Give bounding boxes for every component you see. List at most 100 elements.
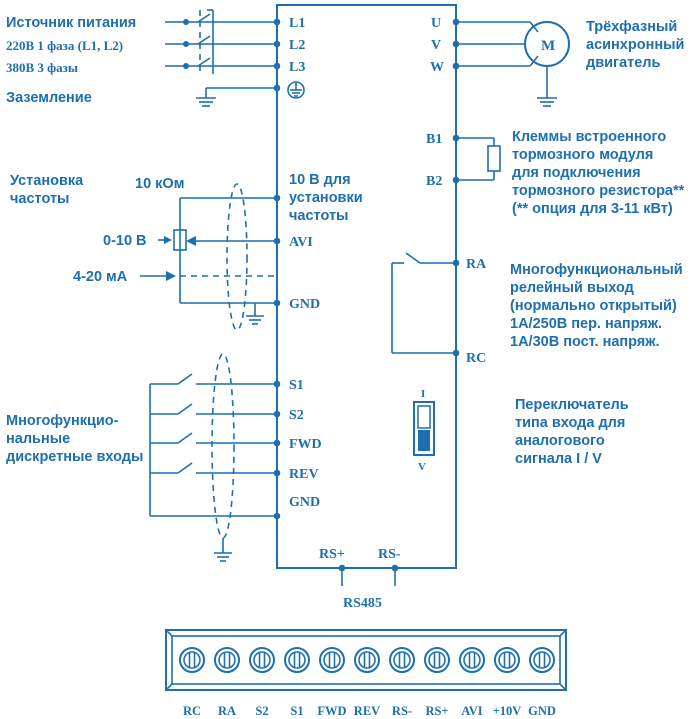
motor-ground-icon <box>537 97 557 107</box>
terminal-block-label: FWD <box>317 704 346 718</box>
inverter-body <box>276 4 457 569</box>
terminal-B1: B1 <box>426 132 442 147</box>
terminal-screw-icon[interactable] <box>424 647 450 673</box>
power-input-section <box>165 9 277 107</box>
terminal-GND-analog: GND <box>289 297 320 312</box>
relay-label-5: 1А/30В пост. напряж. <box>510 334 660 350</box>
terminal-screw-icon[interactable] <box>459 647 485 673</box>
reference-voltage-label: 10 В для установки частоты <box>289 172 363 224</box>
switch-label-1: Переключатель <box>515 397 629 413</box>
potentiometer-icon <box>173 229 187 251</box>
terminal-V: V <box>431 38 441 53</box>
relay-output-section <box>391 252 460 357</box>
terminal-block-label: S2 <box>255 704 268 718</box>
brake-label-1: Клеммы встроенного <box>512 129 666 145</box>
terminal-block-label: RS- <box>392 704 412 718</box>
shield-ground-icon-digital <box>214 552 232 562</box>
rs485-label: RS485 <box>343 596 382 611</box>
circuit-breaker-icon <box>197 9 214 74</box>
terminal-REV: REV <box>289 467 319 482</box>
current-arrow-icon <box>166 271 176 281</box>
volt-range-label: 0-10 В <box>103 233 147 249</box>
digital-inputs-label-1: Многофункцио- <box>6 413 119 429</box>
digital-inputs-label-3: дискретные входы <box>6 449 143 465</box>
terminal-FWD: FWD <box>289 437 322 452</box>
terminal-screw-icon[interactable] <box>214 647 240 673</box>
svg-text:установки: установки <box>289 190 363 206</box>
terminal-block-label: RC <box>183 704 201 718</box>
terminal-screw-icon[interactable] <box>249 647 275 673</box>
shield-ellipse-digital <box>211 353 235 539</box>
brake-resistor-icon <box>487 145 501 172</box>
ground-icon <box>196 97 216 107</box>
shield-ellipse-analog <box>226 183 248 331</box>
terminal-block-label: S1 <box>290 704 303 718</box>
switch-label-2: типа входа для <box>515 415 625 431</box>
left-labels: Источник питания 220В 1 фаза (L1, L2) 38… <box>6 15 184 465</box>
terminal-B2: B2 <box>426 174 442 189</box>
power-source-label: Источник питания <box>6 15 136 31</box>
terminal-RS-minus: RS- <box>378 547 401 562</box>
brake-label-4: тормозного резистора** <box>512 183 685 199</box>
terminal-S1: S1 <box>289 378 304 393</box>
switch-I-label: I <box>421 388 425 400</box>
motor-label-2: асинхронный <box>586 37 684 53</box>
switch-label-3: аналогового <box>515 433 605 449</box>
terminal-S2: S2 <box>289 408 304 423</box>
motor-symbol: M <box>541 38 555 54</box>
terminal-block <box>165 629 567 691</box>
power-380-label: 380В 3 фазы <box>6 60 78 75</box>
terminal-screw-icon[interactable] <box>284 647 310 673</box>
terminal-block-label: GND <box>528 704 556 718</box>
terminal-W: W <box>430 60 444 75</box>
terminal-L1: L1 <box>289 16 305 31</box>
terminal-screw-icon[interactable] <box>529 647 555 673</box>
relay-label-4: 1А/250В пер. напряж. <box>510 316 662 332</box>
pot-label: 10 кОм <box>135 176 184 192</box>
terminal-L2: L2 <box>289 38 305 53</box>
terminal-screw-icon[interactable] <box>494 647 520 673</box>
pe-ground-icon <box>287 81 305 99</box>
motor-label-1: Трёхфазный <box>586 19 677 35</box>
switch-label-4: сигнала I / V <box>515 451 602 467</box>
terminal-GND-digital: GND <box>289 495 320 510</box>
relay-label-3: (нормально открытый) <box>510 298 677 314</box>
analog-input-section <box>140 183 277 331</box>
terminal-block-label: AVI <box>461 704 482 718</box>
terminal-block-label: RS+ <box>425 704 448 718</box>
current-range-label: 4-20 мА <box>73 269 128 285</box>
terminal-L3: L3 <box>289 60 305 75</box>
power-220-label: 220В 1 фаза (L1, L2) <box>6 38 123 53</box>
terminal-RS-plus: RS+ <box>319 547 345 562</box>
terminal-U: U <box>431 16 441 31</box>
terminal-block-label: REV <box>354 704 380 718</box>
wiper-arrow-icon <box>186 236 196 246</box>
rs485-section <box>338 564 399 586</box>
brake-label-5: (** опция для 3-11 кВт) <box>512 201 673 217</box>
terminal-screw-icon[interactable] <box>354 647 380 673</box>
right-labels: Трёхфазный асинхронный двигатель Клеммы … <box>510 19 685 467</box>
brake-section <box>452 134 501 184</box>
freq-setting-label-2: частоты <box>10 191 69 207</box>
terminal-screw-icon[interactable] <box>319 647 345 673</box>
brake-label-2: тормозного модуля <box>512 147 653 163</box>
motor-label-3: двигатель <box>586 55 661 71</box>
digital-inputs-label-2: нальные <box>6 431 70 447</box>
brake-label-3: для подключения <box>512 165 641 181</box>
freq-setting-label-1: Установка <box>10 173 84 189</box>
terminal-AVI: AVI <box>289 235 313 250</box>
relay-label-1: Многофункциональный <box>510 262 683 278</box>
ground-label: Заземление <box>6 90 92 106</box>
terminal-screw-icon[interactable] <box>389 647 415 673</box>
iv-switch-icon[interactable] <box>413 401 435 456</box>
terminal-screw-icon[interactable] <box>179 647 205 673</box>
switch-V-label: V <box>418 461 426 473</box>
inverter-terminal-labels: L1 L2 L3 AVI GND S1 S2 FWD REV GND U V W… <box>289 16 487 611</box>
terminal-block-label: RA <box>218 704 236 718</box>
shield-ground-icon-analog <box>246 315 264 325</box>
relay-contact-icon <box>405 252 421 264</box>
terminal-RC: RC <box>466 351 486 366</box>
terminal-RA: RA <box>466 257 487 272</box>
